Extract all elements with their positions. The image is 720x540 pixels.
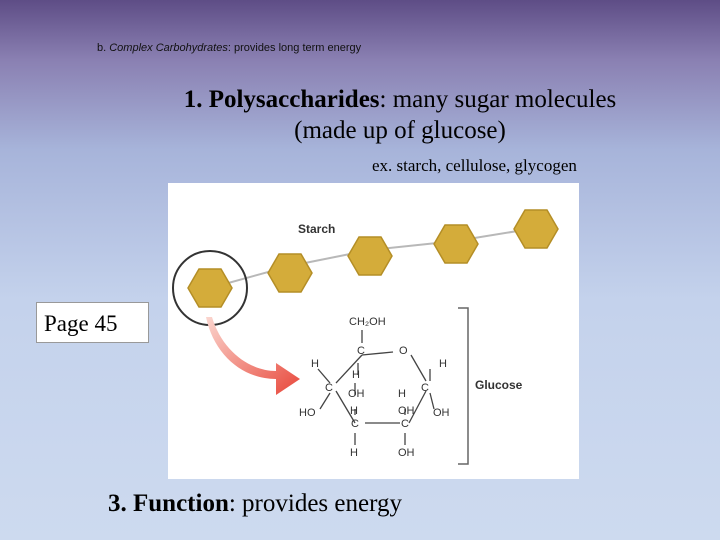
atom-c: C	[325, 382, 333, 394]
starch-hexagon	[187, 268, 233, 308]
subheading-prefix: b.	[97, 42, 110, 54]
glucose-structure	[317, 330, 435, 445]
starch-glucose-figure: Starch CH₂OH C O H	[168, 183, 579, 479]
subheading-term: Complex Carbohydrates	[109, 42, 228, 54]
starch-hexagon	[267, 253, 313, 293]
atom-oh: OH	[398, 405, 415, 417]
glucose-bracket	[458, 307, 469, 465]
glucose-atoms: CH₂OH C O H H H C C OH H HO OH H OH C C …	[299, 316, 450, 459]
atom-oh: OH	[348, 388, 365, 400]
function-text: 3. Function: provides energy	[108, 490, 402, 518]
starch-label: Starch	[298, 222, 335, 236]
starch-diagram: Starch CH₂OH C O H	[172, 209, 559, 465]
function-rest: : provides energy	[228, 490, 402, 517]
heading-number: 1.	[183, 86, 209, 113]
atom-h: H	[439, 358, 447, 370]
starch-hexagon	[433, 224, 479, 264]
slide-subheading: b. Complex Carbohydrates: provides long …	[97, 42, 361, 54]
atom-h: H	[352, 369, 360, 381]
atom-c: C	[421, 382, 429, 394]
atom-h: H	[311, 358, 319, 370]
examples-text: ex. starch, cellulose, glycogen	[372, 156, 577, 175]
atom-ch2oh: CH₂OH	[349, 316, 386, 328]
atom-c: C	[357, 345, 365, 357]
atom-oh: OH	[398, 447, 415, 459]
atom-c: C	[351, 418, 359, 430]
atom-o: O	[399, 345, 408, 357]
atom-oh: OH	[433, 407, 450, 419]
atom-c: C	[401, 418, 409, 430]
atom-ho: HO	[299, 407, 316, 419]
subheading-rest: : provides long term energy	[227, 42, 362, 54]
atom-h: H	[350, 405, 358, 417]
starch-hexagon	[513, 209, 559, 249]
slide-heading: 1. Polysaccharides: many sugar molecules…	[150, 84, 650, 146]
heading-term: Polysaccharides	[208, 86, 380, 113]
page-reference-box: Page 45	[36, 302, 149, 343]
function-term: 3. Function	[108, 490, 229, 517]
atom-h: H	[398, 388, 406, 400]
atom-h: H	[350, 447, 358, 459]
heading-rest: : many sugar molecules (made up of gluco…	[294, 86, 617, 144]
glucose-label: Glucose	[475, 378, 523, 392]
conversion-arrow	[206, 317, 300, 395]
starch-hexagon	[347, 236, 393, 276]
